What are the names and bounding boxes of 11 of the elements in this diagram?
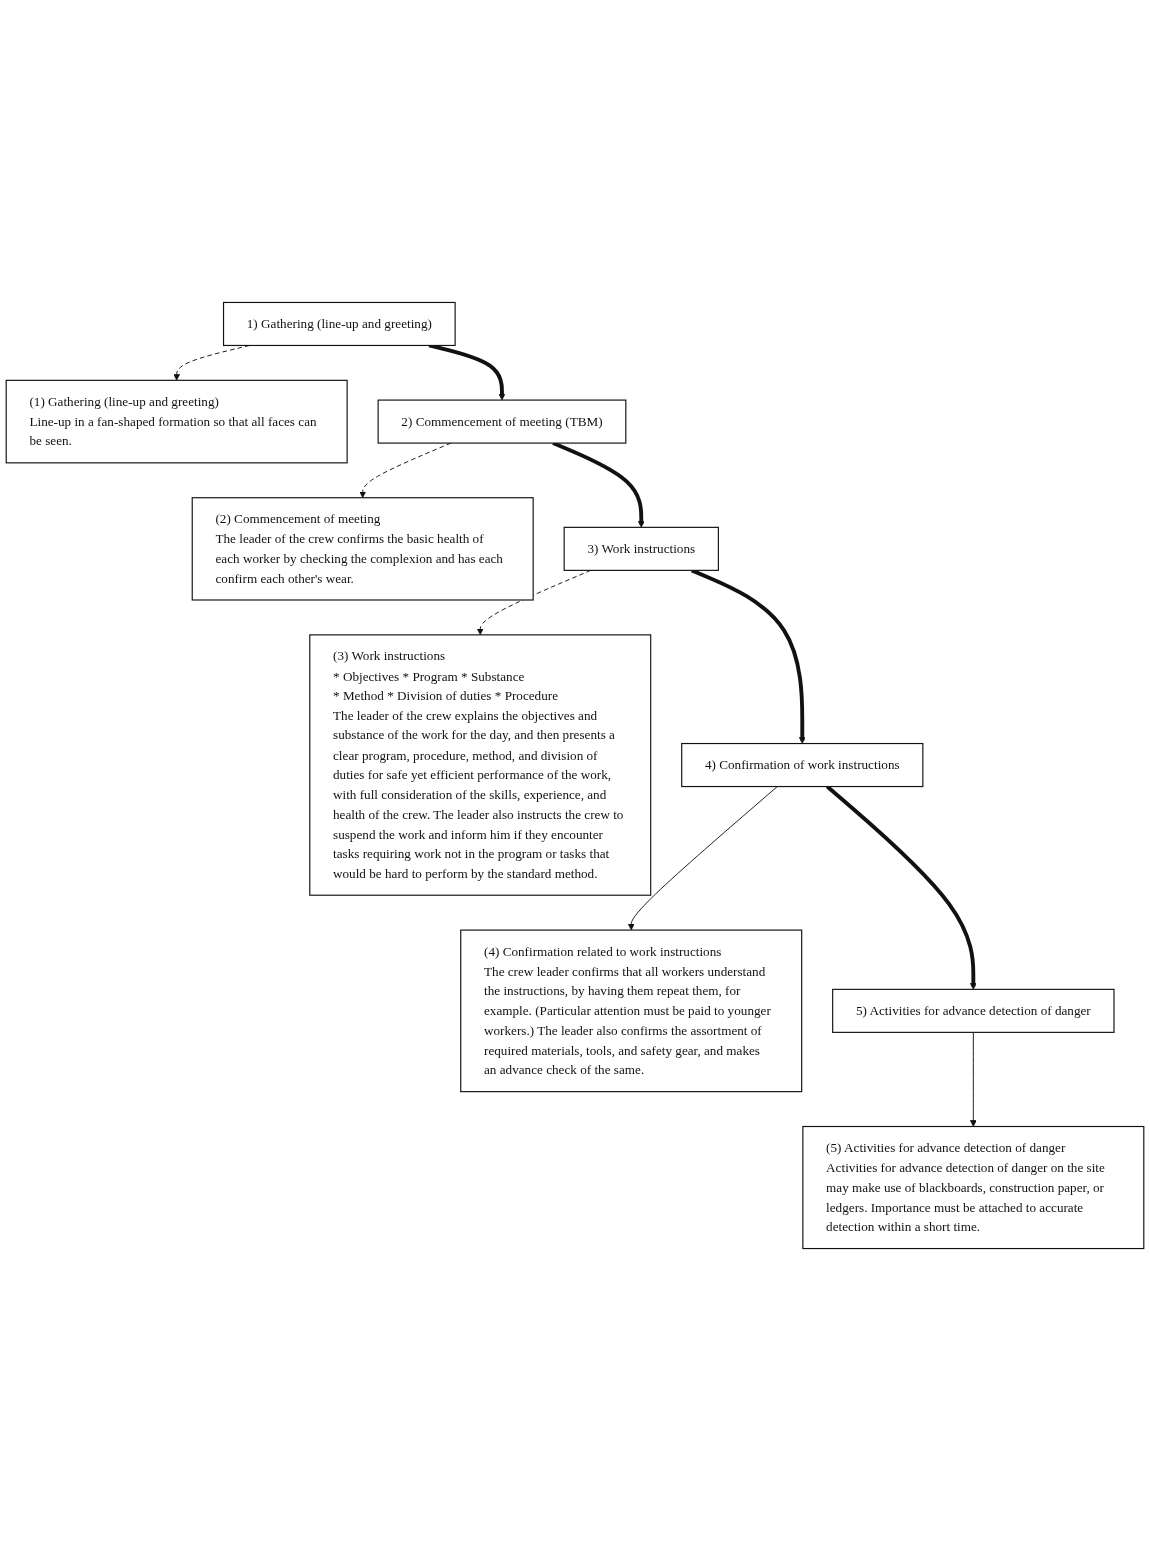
node-box: 5) Activities for advance detection of danger [832, 988, 1115, 1033]
node-box: 1) Gathering (line-up and greeting) [222, 301, 456, 347]
arrow [825, 785, 977, 990]
node-box: 2) Commencement of meeting (TBM) [377, 399, 627, 444]
node-box: (2) Commencement of meeting The leader of the crew confirms the basic health of each worker by checking the complexion and has each confirm each other's wear. [191, 497, 534, 601]
node-box: 4) Confirmation of work instructions [681, 742, 924, 788]
node-box: (5) Activities for advance detection of danger Activities for advance detection of danger on the site may make use of blackboards, construction paper, or ledgers. Importance must be attached to accurate detection within a short time. [802, 1125, 1145, 1250]
node-box: (4) Confirmation related to work instructions The crew leader confirms that all workers understand the instructions, by having them repeat them, for example. (Particular attention must be paid to younger workers.) The leader also confirms the assortment of required materials, tools, and safety gear, and makes an advance check of the same. [460, 929, 803, 1093]
node-box: (1) Gathering (line-up and greeting) Line-up in a fan-shaped formation so that all faces can be seen. [5, 379, 348, 464]
node-box: (3) Work instructions * Objectives * Program * Substance * Method * Division of duties * Procedure The leader of the crew explains the objectives and substance of the work for the day, and then presents a clear program, procedure, method, and division of duties for safe yet efficient performance of the work, with full consideration of the skills, experience, and health of the crew. The leader also instructs the crew to suspend the work and inform him if they encounter tasks requiring work not in the program or tasks that would be hard to perform by the standard method. [309, 634, 652, 896]
node-box: 3) Work instructions [563, 526, 719, 571]
